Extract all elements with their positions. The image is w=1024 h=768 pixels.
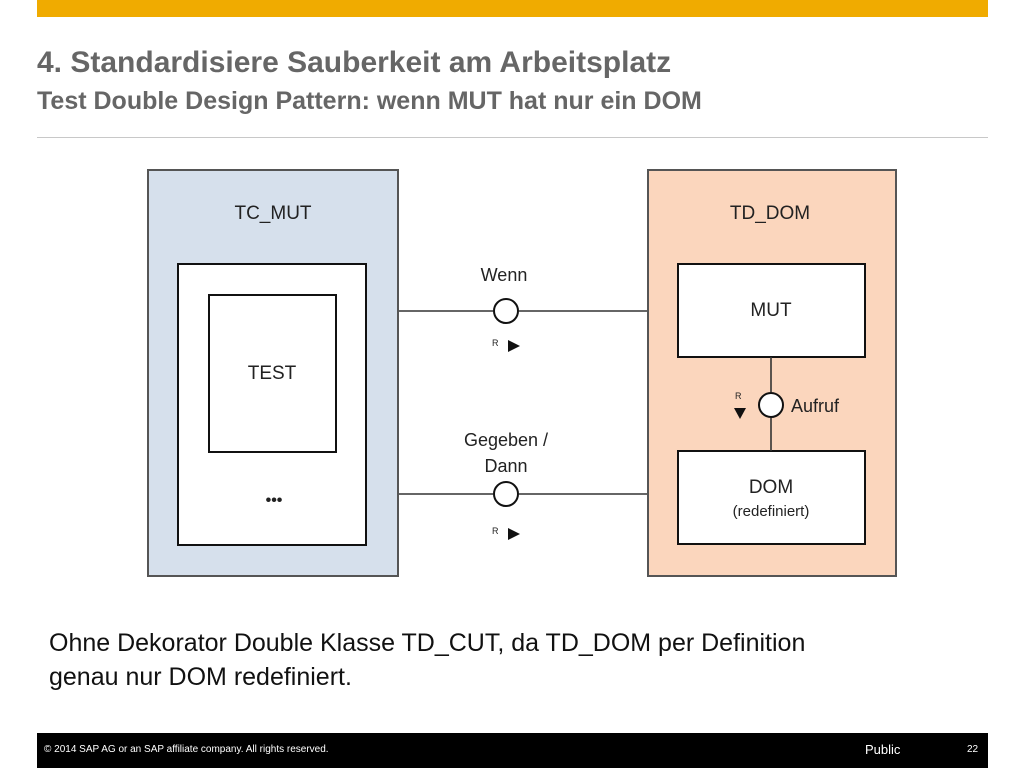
aufruf-arrow-icon	[734, 408, 746, 419]
test-box	[208, 294, 337, 453]
aufruf-r-marker: R	[735, 391, 742, 401]
footer-classification: Public	[865, 742, 901, 757]
footer-bar: © 2014 SAP AG or an SAP affiliate compan…	[37, 733, 988, 768]
slide-subtitle: Test Double Design Pattern: wenn MUT hat…	[37, 87, 702, 115]
wenn-r-marker: R	[492, 338, 499, 348]
wenn-arrow-icon	[508, 340, 520, 352]
slide-body-text: Ohne Dekorator Double Klasse TD_CUT, da …	[49, 626, 949, 694]
title-divider	[37, 137, 988, 138]
ellipsis-label: •••	[266, 492, 283, 509]
body-text-line1: Ohne Dekorator Double Klasse TD_CUT, da …	[49, 629, 806, 657]
aufruf-label: Aufruf	[791, 396, 840, 416]
top-accent-bar	[37, 0, 988, 17]
gegeben-interface-icon	[493, 481, 519, 507]
body-text-line2: genau nur DOM redefiniert.	[49, 663, 352, 691]
footer-copyright: © 2014 SAP AG or an SAP affiliate compan…	[44, 744, 329, 755]
test-label: TEST	[248, 363, 297, 384]
wenn-interface-icon	[493, 298, 519, 324]
gegeben-label-line1: Gegeben /	[464, 430, 548, 450]
tc-mut-label: TC_MUT	[234, 203, 311, 224]
mut-label: MUT	[750, 300, 792, 321]
aufruf-interface-icon	[758, 392, 784, 418]
slide-title: 4. Standardisiere Sauberkeit am Arbeitsp…	[37, 46, 672, 79]
mut-box	[677, 263, 866, 358]
dom-label: DOM	[749, 477, 793, 498]
wenn-label: Wenn	[481, 265, 528, 285]
gegeben-arrow-icon	[508, 528, 520, 540]
td-dom-label: TD_DOM	[730, 203, 810, 224]
gegeben-label-line2: Dann	[484, 456, 527, 476]
gegeben-r-marker: R	[492, 526, 499, 536]
footer-page-number: 22	[967, 744, 979, 755]
dom-note: (redefiniert)	[733, 503, 810, 520]
